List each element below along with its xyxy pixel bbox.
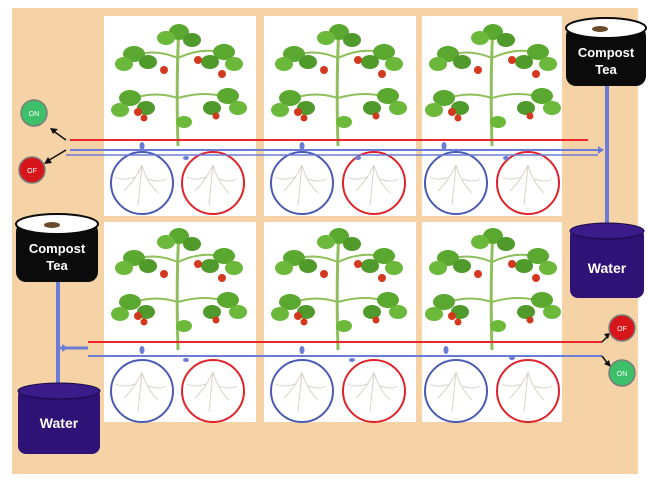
compost-bowl-icon: [592, 26, 608, 32]
tank-label: Compost: [578, 45, 635, 60]
compost-bowl-icon: [44, 222, 60, 228]
tank-label: Water: [40, 415, 79, 431]
valve-on-lower[interactable]: ON: [609, 360, 635, 386]
valve-label: ON: [29, 111, 40, 118]
valve-off-lower[interactable]: OF: [609, 315, 635, 341]
water-tank-right: Water: [570, 223, 644, 298]
plant-panel-bottom-2: [264, 222, 416, 422]
water-emitter: [140, 142, 145, 150]
plant-panel-top-1: [104, 16, 256, 216]
water-emitter: [442, 142, 447, 150]
plant-panel-top-2: [264, 16, 416, 216]
tank-label: Compost: [29, 241, 86, 256]
water-tank-left: Water: [18, 383, 100, 454]
tank-label: Water: [588, 260, 627, 276]
water-emitter: [300, 142, 305, 150]
compost-tea-tank-left: Compost Tea: [16, 214, 98, 282]
valve-label: OF: [27, 168, 37, 175]
valve-label: ON: [617, 371, 628, 378]
valve-off-upper[interactable]: OF: [19, 157, 45, 183]
water-emitter: [300, 346, 305, 354]
compost-tea-tank-right: Compost Tea: [566, 18, 646, 86]
valve-label: OF: [617, 326, 627, 333]
tank-label: Tea: [595, 62, 617, 77]
plant-panel-bottom-1: [104, 222, 256, 422]
valve-on-upper[interactable]: ON: [21, 100, 47, 126]
water-emitter: [140, 346, 145, 354]
tank-label: Tea: [46, 258, 68, 273]
water-emitter: [444, 346, 449, 354]
